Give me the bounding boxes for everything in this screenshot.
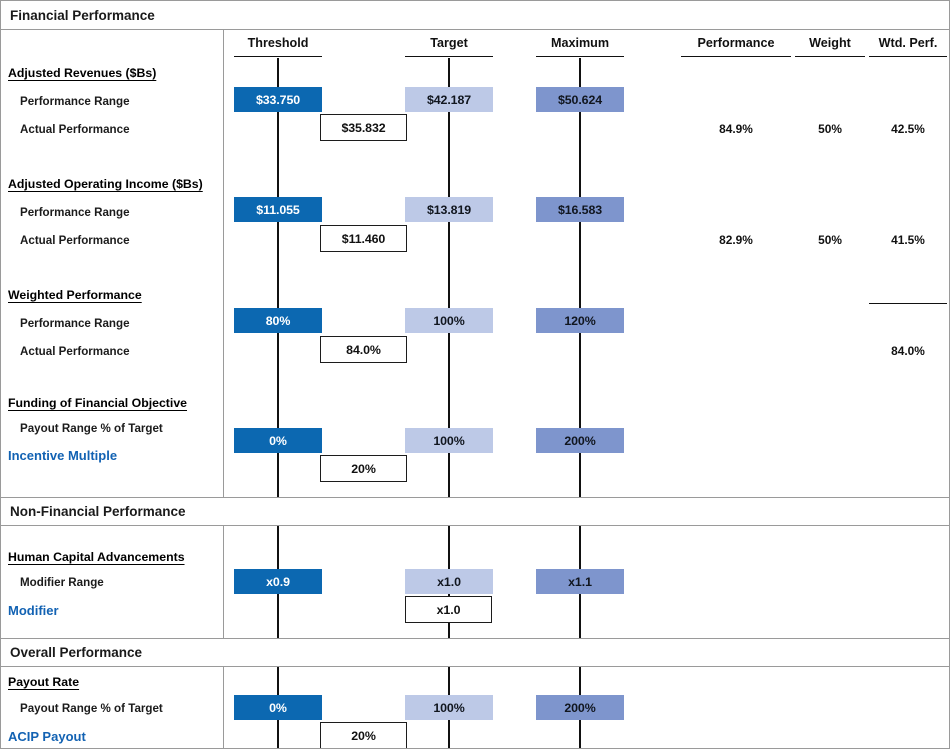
group-label-adjusted-revenues: Adjusted Revenues ($Bs) [8, 66, 157, 80]
bar-maximum-payout-rate: 200% [536, 695, 624, 720]
bar-threshold-weighted: 80% [234, 308, 322, 333]
value-wtd-perf-aoi: 41.5% [891, 233, 925, 247]
column-divider-non-financial [223, 526, 224, 638]
bar-threshold-hca: x0.9 [234, 569, 322, 594]
column-divider-financial [223, 30, 224, 497]
tick-line-threshold-financial [277, 58, 279, 497]
column-header-weight-rule [795, 56, 865, 57]
section-header-financial: Financial Performance [1, 1, 949, 30]
bar-threshold-payout-rate: 0% [234, 695, 322, 720]
bar-maximum-revenues: $50.624 [536, 87, 624, 112]
bar-maximum-hca: x1.1 [536, 569, 624, 594]
row-label-performance-range-aoi: Performance Range [20, 206, 130, 219]
bar-threshold-aoi: $11.055 [234, 197, 322, 222]
column-header-threshold: Threshold [247, 36, 309, 50]
column-divider-overall [223, 667, 224, 748]
actual-performance-box-payout-rate: 20% [320, 722, 407, 748]
row-label-performance-range-weighted: Performance Range [20, 317, 130, 330]
actual-performance-box-funding: 20% [320, 455, 407, 482]
group-label-funding-of-financial-objective: Funding of Financial Objective [8, 396, 188, 410]
section-header-overall: Overall Performance [1, 638, 949, 667]
group-label-human-capital-advancements: Human Capital Advancements [8, 550, 185, 564]
column-header-wtd-perf-rule [869, 56, 947, 57]
column-header-target: Target [430, 36, 468, 50]
group-label-adjusted-operating-income: Adjusted Operating Income ($Bs) [8, 177, 203, 191]
group-label-payout-rate: Payout Rate [8, 675, 80, 689]
row-label-modifier: Modifier [8, 603, 59, 618]
column-header-performance-rule [681, 56, 791, 57]
value-performance-aoi: 82.9% [719, 233, 753, 247]
bar-target-revenues: $42.187 [405, 87, 493, 112]
bar-target-hca: x1.0 [405, 569, 493, 594]
column-header-maximum-rule [536, 56, 624, 57]
value-wtd-perf-weighted: 84.0% [891, 344, 925, 358]
row-label-actual-performance-weighted: Actual Performance [20, 345, 130, 358]
column-header-wtd-perf: Wtd. Perf. [878, 36, 938, 50]
column-header-target-rule [405, 56, 493, 57]
value-weight-aoi: 50% [818, 233, 842, 247]
bar-maximum-aoi: $16.583 [536, 197, 624, 222]
bar-target-payout-rate: 100% [405, 695, 493, 720]
section-title: Financial Performance [10, 7, 155, 23]
row-label-payout-range-overall: Payout Range % of Target [20, 702, 163, 715]
bar-target-funding: 100% [405, 428, 493, 453]
bar-maximum-funding: 200% [536, 428, 624, 453]
bar-threshold-revenues: $33.750 [234, 87, 322, 112]
actual-performance-box-aoi: $11.460 [320, 225, 407, 252]
section-title: Non-Financial Performance [10, 504, 186, 519]
section-header-non-financial: Non-Financial Performance [1, 497, 949, 526]
row-label-performance-range-revenues: Performance Range [20, 95, 130, 108]
row-label-payout-range-funding: Payout Range % of Target [20, 422, 163, 435]
tick-line-target-financial [448, 58, 450, 497]
tick-line-maximum-financial [579, 58, 581, 497]
row-label-incentive-multiple: Incentive Multiple [8, 448, 118, 463]
bar-target-aoi: $13.819 [405, 197, 493, 222]
row-label-actual-performance-aoi: Actual Performance [20, 234, 130, 247]
value-wtd-perf-revenues: 42.5% [891, 122, 925, 136]
bar-threshold-funding: 0% [234, 428, 322, 453]
column-header-performance: Performance [697, 36, 775, 50]
wtd-perf-subtotal-rule [869, 303, 947, 304]
actual-performance-box-revenues: $35.832 [320, 114, 407, 141]
row-label-modifier-range: Modifier Range [20, 576, 104, 589]
bar-target-weighted: 100% [405, 308, 493, 333]
group-label-weighted-performance: Weighted Performance [8, 288, 142, 302]
column-header-weight: Weight [809, 36, 851, 50]
actual-performance-box-hca: x1.0 [405, 596, 492, 623]
actual-performance-box-weighted: 84.0% [320, 336, 407, 363]
row-label-acip-payout: ACIP Payout [8, 729, 86, 744]
value-weight-revenues: 50% [818, 122, 842, 136]
value-performance-revenues: 84.9% [719, 122, 753, 136]
section-title: Overall Performance [10, 645, 143, 660]
column-header-maximum: Maximum [550, 36, 610, 50]
bar-maximum-weighted: 120% [536, 308, 624, 333]
column-header-threshold-rule [234, 56, 322, 57]
row-label-actual-performance-revenues: Actual Performance [20, 123, 130, 136]
